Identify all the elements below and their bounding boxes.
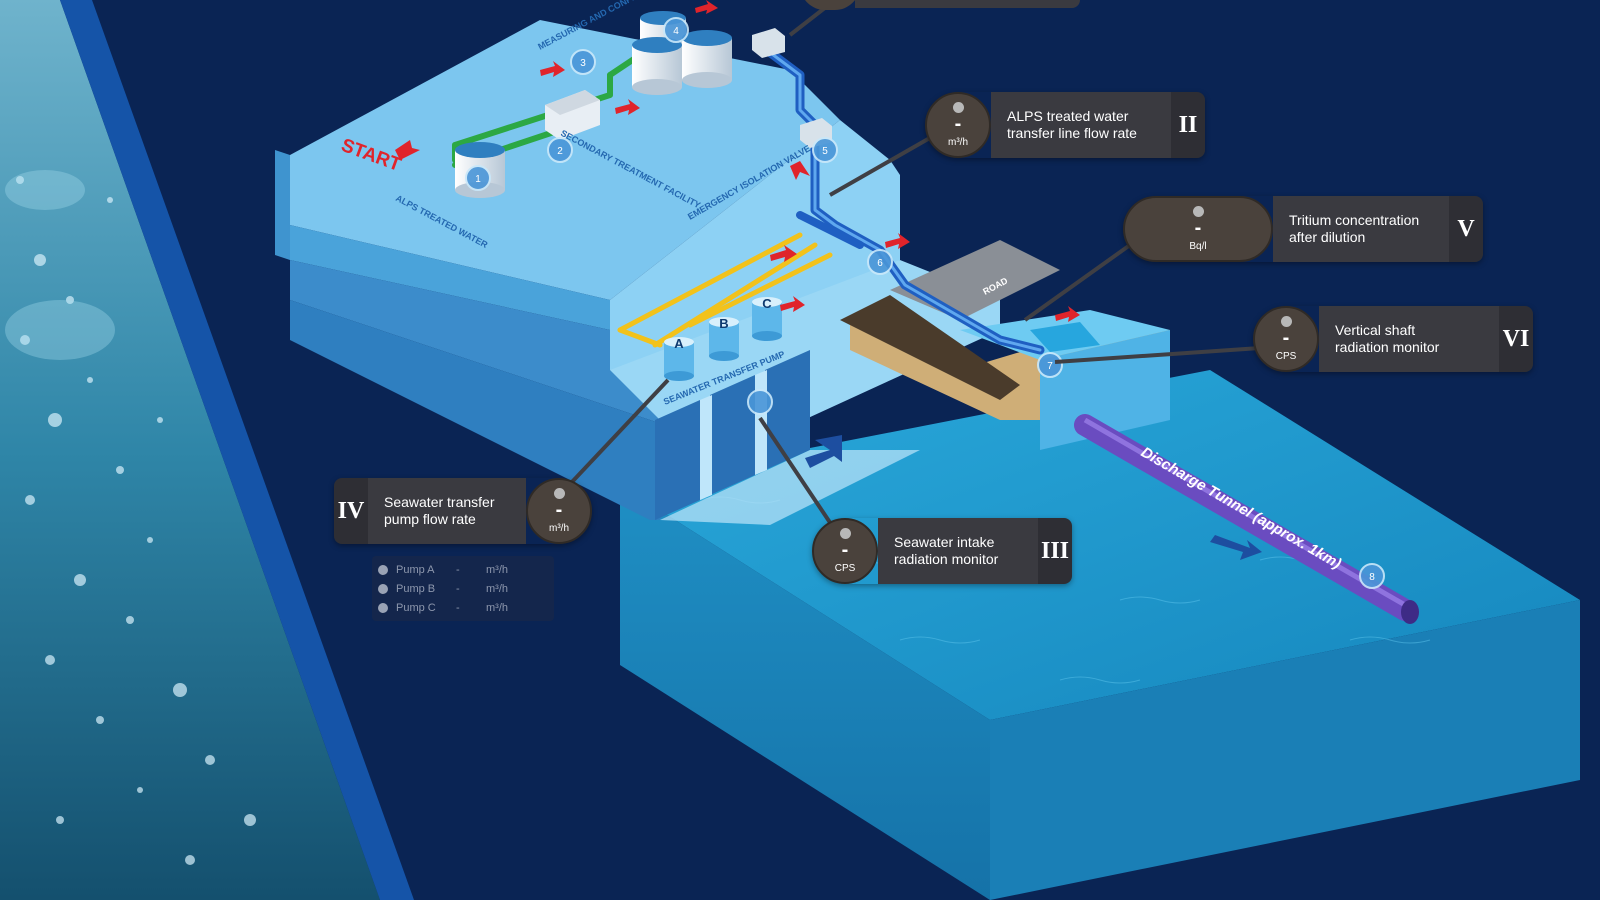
callout-iv-value: - <box>555 498 563 521</box>
callout-iii-label-line1: Seawater intake <box>894 534 995 550</box>
step-marker-7-number: 7 <box>1047 361 1053 372</box>
secondary-treatment-building <box>545 90 600 140</box>
pump-a-status-dot <box>378 564 388 575</box>
callout-v-label-line1: Tritium concentration <box>1289 212 1420 228</box>
callout-v-status-dot <box>1192 205 1204 217</box>
callout-v-label: Tritium concentration after dilution <box>1273 196 1449 262</box>
callout-iii-reading: - CPS <box>812 518 878 584</box>
pump-flow-row: Pump A - m³/h <box>378 560 548 579</box>
pump-b: B <box>709 316 739 361</box>
callout-vi-reading: - CPS <box>1253 306 1319 372</box>
pump-c-status-dot <box>378 602 388 613</box>
callout-iii-label: Seawater intake radiation monitor <box>878 518 1038 584</box>
step-marker-4: 4 <box>663 17 689 43</box>
pump-b-name: Pump B <box>396 582 436 595</box>
pump-b-letter: B <box>719 316 728 331</box>
intake-flow-arrow <box>805 435 842 468</box>
callout-vi-label-line1: Vertical shaft <box>1335 322 1416 338</box>
step-marker-2: 2 <box>547 137 573 163</box>
callout-leader-lines <box>553 0 1261 532</box>
callout-v-value: - <box>1194 216 1202 239</box>
step-marker-6-number: 6 <box>877 258 883 269</box>
callout-top-partial <box>800 0 1080 10</box>
step-marker-7: 7 <box>1037 352 1063 378</box>
callout-iii-value: - <box>841 538 849 561</box>
callout-vi-unit: CPS <box>1275 350 1297 362</box>
underwater-bubbles-panel <box>0 0 414 900</box>
callout-v-label-line2: after dilution <box>1289 229 1366 245</box>
callout-ii-status-dot <box>952 101 964 113</box>
callout-iii-unit: CPS <box>834 562 856 574</box>
pump-b-unit: m³/h <box>486 582 508 595</box>
callout-v-numeral: V <box>1449 196 1483 262</box>
step-marker-6: 6 <box>867 249 893 275</box>
callout-ii-label-line2: transfer line flow rate <box>1007 125 1137 141</box>
callout-iii-status-dot <box>839 527 851 539</box>
intake-monitor-marker <box>747 389 773 415</box>
callout-ii-unit: m³/h <box>948 136 968 148</box>
pump-flow-list: Pump A - m³/h Pump B - m³/h Pump C - m³/… <box>372 556 554 621</box>
callout-v-unit: Bq/l <box>1189 240 1207 252</box>
callout-alps-flow-rate: - m³/h ALPS treated water transfer line … <box>925 92 1205 158</box>
callout-iv-numeral: IV <box>334 478 368 544</box>
step-marker-4-number: 4 <box>673 26 679 37</box>
callout-seawater-intake-monitor: - CPS Seawater intake radiation monitor … <box>812 518 1072 584</box>
callout-iv-label-line2: pump flow rate <box>384 511 476 527</box>
callout-seawater-pump-flow: IV Seawater transfer pump flow rate - m³… <box>334 478 592 544</box>
callout-iv-status-dot <box>553 487 565 499</box>
pump-flow-row: Pump C - m³/h <box>378 598 548 617</box>
callout-ii-reading: - m³/h <box>925 92 991 158</box>
pump-c-value: - <box>456 601 460 614</box>
seawater-transfer-pumps: A B C <box>664 296 782 381</box>
callout-top-partial-body <box>855 0 1080 8</box>
callout-tritium-concentration: - Bq/l Tritium concentration after dilut… <box>1123 196 1483 262</box>
callout-v-reading: - Bq/l <box>1123 196 1273 262</box>
pump-b-value: - <box>456 582 460 595</box>
callout-vertical-shaft-monitor: - CPS Vertical shaft radiation monitor V… <box>1253 306 1533 372</box>
step-marker-5: 5 <box>812 137 838 163</box>
step-marker-8-number: 8 <box>1369 572 1375 583</box>
callout-ii-label-line1: ALPS treated water <box>1007 108 1129 124</box>
callout-vi-status-dot <box>1280 315 1292 327</box>
pump-b-status-dot <box>378 583 388 594</box>
flow-arrows <box>395 0 1080 322</box>
step-markers: 1 2 3 4 5 6 7 8 <box>465 17 1385 589</box>
pump-a: A <box>664 336 694 381</box>
callout-vi-label: Vertical shaft radiation monitor <box>1319 306 1499 372</box>
callout-iv-unit: m³/h <box>549 522 569 534</box>
callout-ii-value: - <box>954 112 962 135</box>
callout-vi-value: - <box>1282 326 1290 349</box>
pump-c-unit: m³/h <box>486 601 508 614</box>
step-marker-1: 1 <box>465 165 491 191</box>
pump-c: C <box>752 296 782 341</box>
step-marker-1-number: 1 <box>475 174 481 185</box>
pump-a-name: Pump A <box>396 563 435 576</box>
step-marker-2-number: 2 <box>557 146 563 157</box>
callout-vi-label-line2: radiation monitor <box>1335 339 1440 355</box>
callout-iv-reading: - m³/h <box>526 478 592 544</box>
callout-top-partial-bubble <box>800 0 860 10</box>
callout-iii-label-line2: radiation monitor <box>894 551 999 567</box>
step-marker-5-number: 5 <box>822 146 828 157</box>
callout-ii-label: ALPS treated water transfer line flow ra… <box>991 92 1171 158</box>
callout-iii-numeral: III <box>1038 518 1072 584</box>
callout-iv-label: Seawater transfer pump flow rate <box>368 478 526 544</box>
pump-c-letter: C <box>762 296 772 311</box>
pump-a-letter: A <box>674 336 684 351</box>
callout-vi-numeral: VI <box>1499 306 1533 372</box>
pump-c-name: Pump C <box>396 601 436 614</box>
callout-iv-label-line1: Seawater transfer <box>384 494 495 510</box>
valve-box-upper <box>752 28 785 58</box>
step-marker-3: 3 <box>570 49 596 75</box>
pump-a-unit: m³/h <box>486 563 508 576</box>
step-marker-8: 8 <box>1359 563 1385 589</box>
pump-a-value: - <box>456 563 460 576</box>
callout-ii-numeral: II <box>1171 92 1205 158</box>
pump-flow-row: Pump B - m³/h <box>378 579 548 598</box>
step-marker-3-number: 3 <box>580 58 586 69</box>
